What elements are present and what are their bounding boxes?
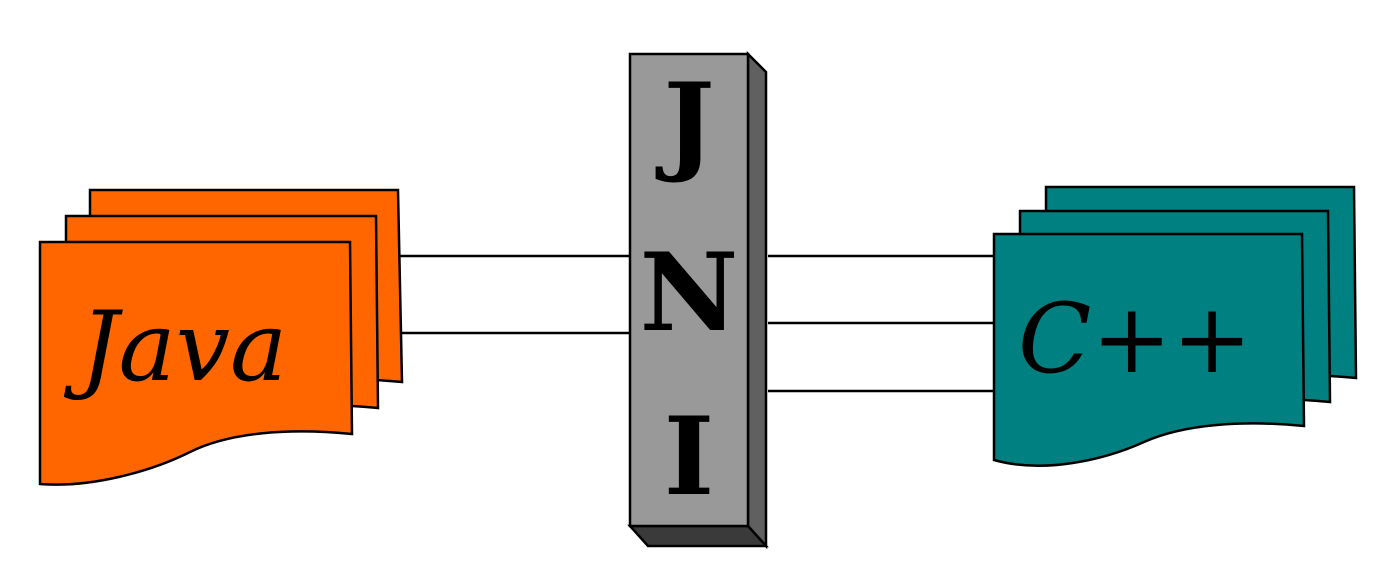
jni-pillar-side <box>746 50 768 550</box>
cpp-connectors <box>768 254 994 393</box>
jni-pillar-bottom <box>627 524 769 548</box>
jni-letter-i: I <box>664 394 715 520</box>
jni-letter-n: N <box>640 230 739 356</box>
java-label: Java <box>63 291 287 403</box>
jni-pillar-front <box>628 52 750 528</box>
jni-pillar: J N I <box>627 50 769 550</box>
cpp-document-stack: C++ <box>992 185 1358 467</box>
java-connectors <box>398 254 630 335</box>
jni-letter-j: J <box>655 60 714 186</box>
cpp-label: C++ <box>1018 283 1252 395</box>
java-document-sheet <box>38 240 354 486</box>
cpp-document-sheet <box>992 232 1306 467</box>
java-document-stack: Java <box>38 188 404 486</box>
